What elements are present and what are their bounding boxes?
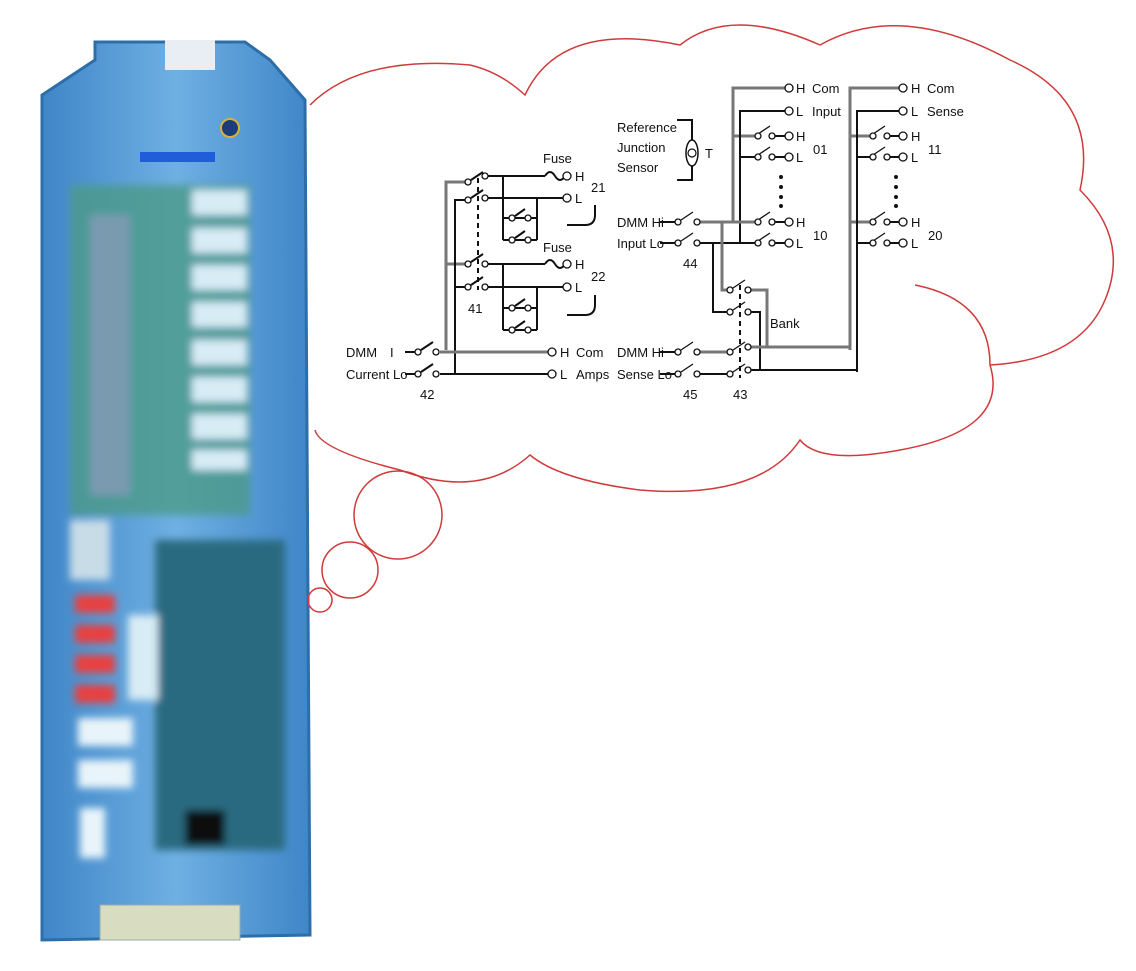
ref-junction-line2: Junction bbox=[617, 140, 665, 155]
com-sense-h: H bbox=[911, 81, 920, 96]
ch11-l: L bbox=[911, 150, 918, 165]
channel-11-label: 11 bbox=[928, 142, 942, 157]
com-input-l: L bbox=[796, 104, 803, 119]
amps-label: Amps bbox=[576, 367, 610, 382]
terminal-l-21: L bbox=[575, 191, 582, 206]
com-h-label: H bbox=[560, 345, 569, 360]
dmm-hi-input-label: DMM Hi bbox=[617, 215, 664, 230]
com-input-h: H bbox=[796, 81, 805, 96]
ellipsis-dots bbox=[779, 175, 898, 208]
t-label: T bbox=[705, 146, 713, 161]
channel-01-label: 01 bbox=[813, 142, 827, 157]
fuse-label-21: Fuse bbox=[543, 151, 572, 166]
com-label: Com bbox=[576, 345, 603, 360]
current-lo-label: Current Lo bbox=[346, 367, 407, 382]
channel-21-label: 21 bbox=[591, 180, 605, 195]
switch-42-label: 42 bbox=[420, 387, 434, 402]
com-sense-com: Com bbox=[927, 81, 954, 96]
switch-module-photo bbox=[40, 40, 312, 942]
input-lo-label: Input Lo bbox=[617, 236, 664, 251]
dmm-label: DMM bbox=[346, 345, 377, 360]
thought-cloud bbox=[307, 24, 1115, 613]
ch20-h: H bbox=[911, 215, 920, 230]
bank-label: Bank bbox=[770, 316, 800, 331]
channel-10-label: 10 bbox=[813, 228, 827, 243]
temperature-sensor-icon bbox=[685, 139, 699, 167]
com-input-input: Input bbox=[812, 104, 841, 119]
ch01-l: L bbox=[796, 150, 803, 165]
ch10-l: L bbox=[796, 236, 803, 251]
ch01-h: H bbox=[796, 129, 805, 144]
ref-junction-line3: Sensor bbox=[617, 160, 659, 175]
dmm-hi-sense-label: DMM Hi bbox=[617, 345, 664, 360]
switch-43-label: 43 bbox=[733, 387, 747, 402]
sense-lo-label: Sense Lo bbox=[617, 367, 672, 382]
terminal-l-22: L bbox=[575, 280, 582, 295]
ref-junction-line1: Reference bbox=[617, 120, 677, 135]
current-channel-schematic: Fuse H L 21 Fuse H L 22 41 DMM I Current… bbox=[346, 151, 610, 402]
switch-44-label: 44 bbox=[683, 256, 697, 271]
com-sense-sense: Sense bbox=[927, 104, 964, 119]
fuse-label-22: Fuse bbox=[543, 240, 572, 255]
terminal-h-21: H bbox=[575, 169, 584, 184]
switch-45-label: 45 bbox=[683, 387, 697, 402]
amps-l-label: L bbox=[560, 367, 567, 382]
channel-20-label: 20 bbox=[928, 228, 942, 243]
switch-41-label: 41 bbox=[468, 301, 482, 316]
ch11-h: H bbox=[911, 129, 920, 144]
terminal-h-22: H bbox=[575, 257, 584, 272]
i-label: I bbox=[390, 345, 394, 360]
voltage-channel-schematic: Reference Junction Sensor T bbox=[617, 81, 964, 402]
com-sense-l: L bbox=[911, 104, 918, 119]
ch20-l: L bbox=[911, 236, 918, 251]
ch10-h: H bbox=[796, 215, 805, 230]
channel-22-label: 22 bbox=[591, 269, 605, 284]
com-input-com: Com bbox=[812, 81, 839, 96]
